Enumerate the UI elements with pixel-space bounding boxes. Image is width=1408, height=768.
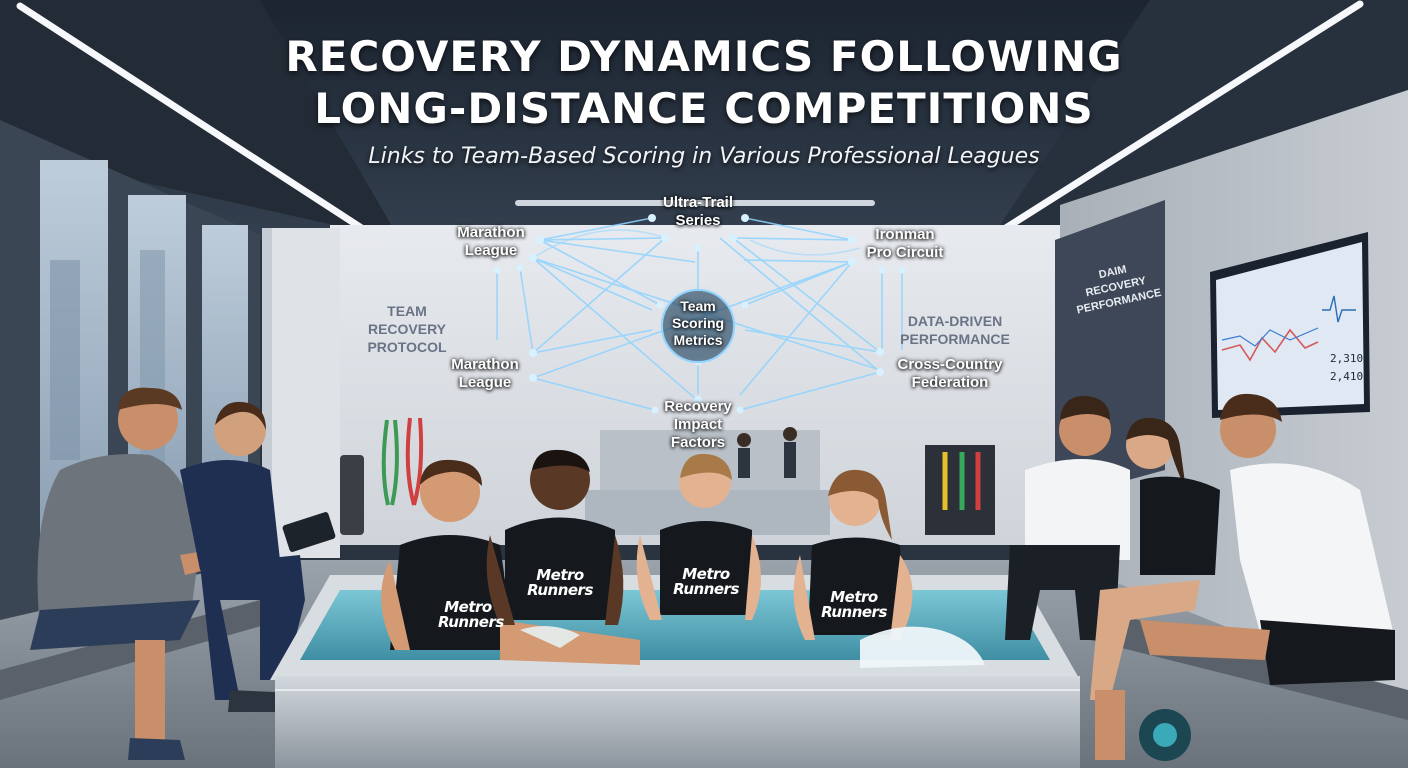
athlete-right — [1090, 417, 1220, 700]
jersey-2-line1: Metro — [536, 566, 584, 584]
wall-sign-data-driven: DATA-DRIVEN PERFORMANCE — [900, 312, 1010, 348]
center-hub — [661, 289, 735, 363]
ceiling-light-left — [16, 2, 384, 244]
main-title-line-2: LONG-DISTANCE COMPETITIONS — [314, 84, 1094, 133]
node-marathon-bottom: Marathon League — [430, 356, 540, 392]
athlete-4 — [793, 469, 913, 640]
jersey-4-line1: Metro — [830, 588, 878, 606]
coach-right-standing — [1005, 395, 1130, 640]
node-cross-country: Cross-Country Federation — [884, 356, 1016, 392]
main-title-line-1: RECOVERY DYNAMICS FOLLOWING — [285, 32, 1123, 81]
node-marathon-top-line2: League — [464, 242, 518, 259]
node-recovery-impact-line3: Factors — [670, 434, 726, 451]
jersey-2-line2: Runners — [527, 581, 593, 599]
ice-cubes — [860, 626, 985, 668]
wall-sign-left-line2: RECOVERY — [367, 321, 447, 337]
node-center-line1: Team — [680, 298, 716, 314]
jersey-athlete-1: Metro Runners — [438, 598, 504, 631]
node-center-line2: Scoring — [671, 315, 725, 331]
jersey-3-line2: Runners — [673, 580, 739, 598]
athlete-2 — [486, 449, 624, 625]
jersey-3-line1: Metro — [682, 565, 730, 583]
node-marathon-bottom-line2: League — [458, 374, 512, 391]
node-recovery-impact-line1: Recovery — [664, 398, 732, 415]
node-cross-country-line2: Federation — [911, 374, 989, 391]
wall-sign-left-line1: TEAM — [387, 303, 427, 319]
node-ironman: Ironman Pro Circuit — [850, 226, 960, 262]
node-marathon-top-line1: Marathon — [457, 224, 525, 241]
jersey-4-line2: Runners — [821, 603, 887, 621]
athlete-left-tablet — [180, 401, 336, 712]
coach-right-seated — [1095, 393, 1395, 761]
node-center-line3: Metrics — [673, 332, 723, 348]
subtitle: Links to Team-Based Scoring in Various P… — [368, 144, 1040, 169]
athlete-1 — [381, 459, 640, 665]
ceiling-light-right — [986, 0, 1364, 242]
node-ultra-trail-line2: Series — [675, 212, 721, 229]
jersey-1-line1: Metro — [444, 598, 492, 616]
ice-bath-tub — [275, 676, 1080, 768]
monitor-value-2: 2,410 — [1330, 370, 1364, 383]
node-cross-country-line1: Cross-Country — [897, 356, 1003, 373]
jersey-athlete-2: Metro Runners — [520, 568, 600, 598]
wall-sign-team-recovery: TEAM RECOVERY PROTOCOL — [352, 302, 462, 356]
node-ultra-trail: Ultra-Trail Series — [638, 194, 758, 230]
jersey-athlete-3: Metro Runners — [666, 567, 746, 597]
jersey-athlete-4: Metro Runners — [814, 590, 894, 620]
node-ironman-line2: Pro Circuit — [866, 244, 944, 261]
network-nodes — [493, 214, 906, 414]
wall-sign-right-line1: DATA-DRIVEN — [907, 313, 1003, 329]
athlete-3 — [636, 453, 761, 620]
node-recovery-impact-line2: Impact — [673, 416, 723, 433]
node-ironman-line1: Ironman — [875, 226, 935, 243]
node-recovery-impact: Recovery Impact Factors — [643, 398, 753, 452]
node-marathon-top: Marathon League — [436, 224, 546, 260]
jersey-1-line2: Runners — [438, 613, 504, 631]
wall-sign-left-line3: PROTOCOL — [367, 339, 447, 355]
wall-sign-right-line2: PERFORMANCE — [900, 331, 1010, 347]
monitor-value-1: 2,310 — [1330, 352, 1364, 365]
node-marathon-bottom-line1: Marathon — [451, 356, 519, 373]
node-center: Team Scoring Metrics — [648, 298, 748, 349]
node-ultra-trail-line1: Ultra-Trail — [662, 194, 734, 211]
